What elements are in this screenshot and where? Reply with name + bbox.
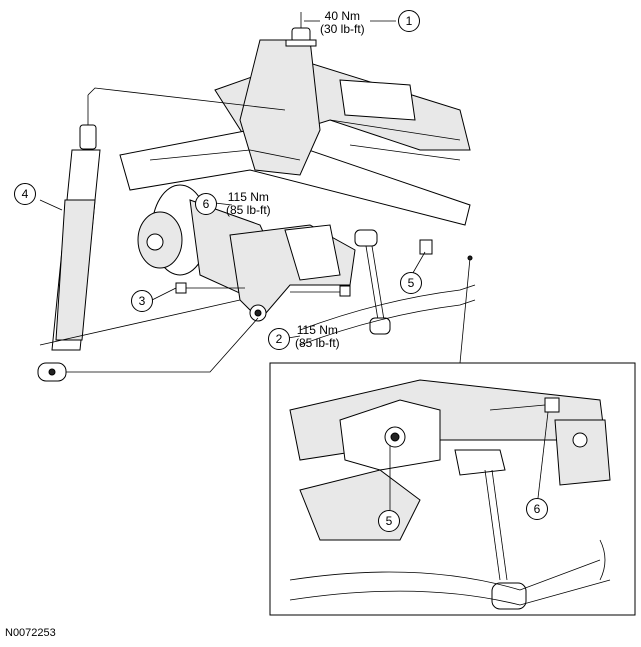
torque-6-lbft: (85 lb-ft) [226,203,271,217]
callout-4: 4 [14,183,36,205]
knuckle-and-arm [175,224,356,322]
callout-1: 1 [398,10,420,32]
callout-2: 2 [268,328,290,350]
torque-2-lbft: (85 lb-ft) [295,336,340,350]
torque-label-1: 40 Nm (30 lb-ft) [320,10,365,36]
detail-inset [269,255,636,616]
callout-6-main: 6 [195,193,217,215]
torque-1-nm: 40 Nm [324,9,361,23]
upper-mount [285,12,317,47]
callout-6-detail: 6 [526,498,548,520]
torque-2-nm: 115 Nm [296,323,338,337]
shock-absorber [37,87,286,382]
callout-3: 3 [131,290,153,312]
torque-label-2: 115 Nm (85 lb-ft) [295,324,340,350]
callout-5-main: 5 [400,272,422,294]
torque-1-lbft: (30 lb-ft) [320,22,365,36]
stabilizer-bar [299,229,476,346]
figure-id: N0072253 [5,627,56,639]
torque-label-6: 115 Nm (85 lb-ft) [226,191,271,217]
callout-5-detail: 5 [378,510,400,532]
leader-lines [39,20,549,510]
torque-6-nm: 115 Nm [227,190,269,204]
frame-assembly [119,39,471,226]
